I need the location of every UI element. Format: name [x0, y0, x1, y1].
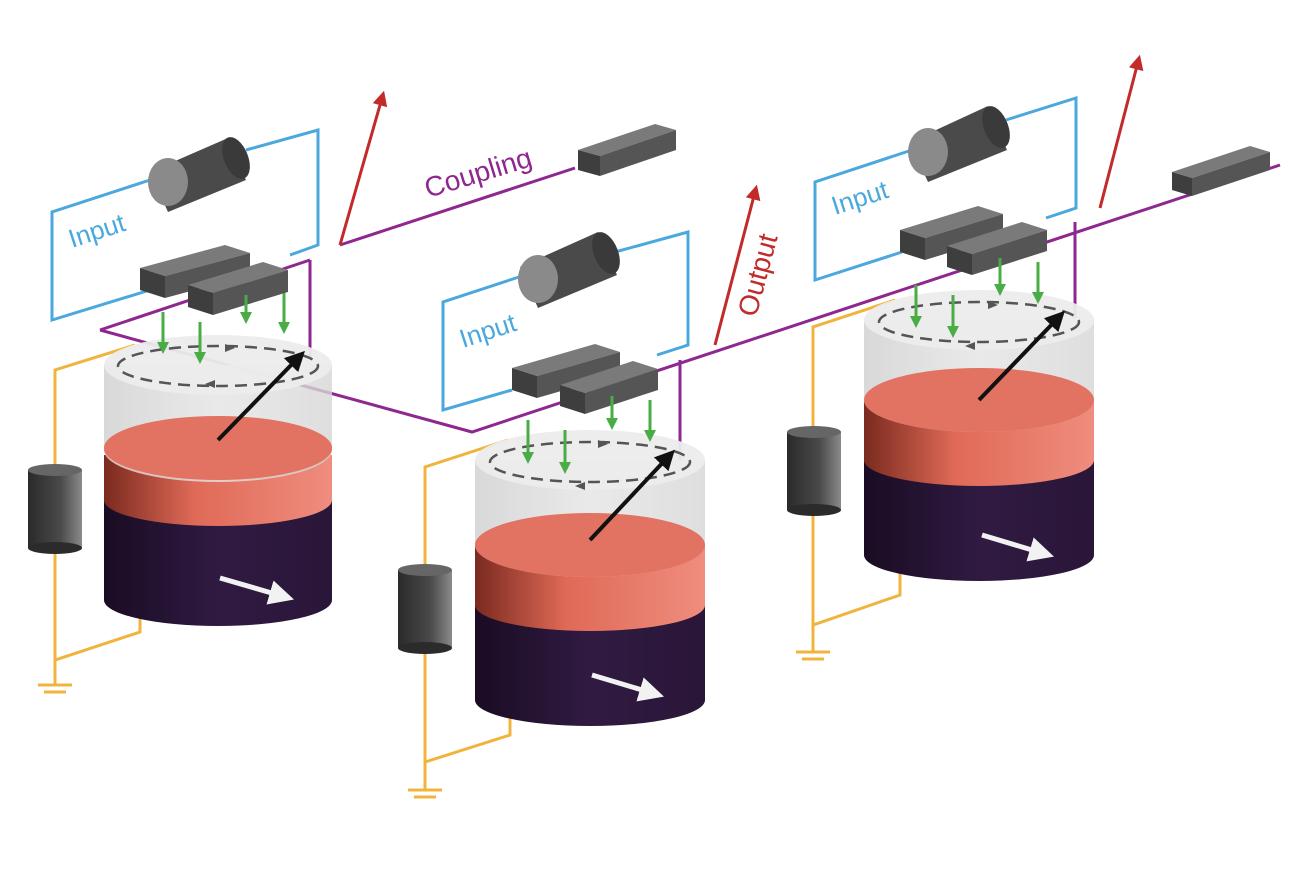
magnetization-arrow: [977, 310, 1065, 402]
electrode-icon: [900, 206, 1003, 260]
input-loop-left: [50, 128, 320, 323]
magnetization-arrow: [216, 350, 305, 442]
electrode-icon: [1172, 146, 1270, 196]
current-loop: [488, 440, 692, 484]
input-loop-right: [813, 95, 1078, 283]
reference-arrow: [591, 672, 664, 702]
ground-icon: [38, 683, 72, 694]
electrode-icon: [947, 222, 1047, 275]
input-label-left: Input: [65, 207, 130, 254]
ground-icon: [796, 650, 830, 661]
resistor-icon: [398, 564, 452, 654]
current-arrows-left: [157, 293, 290, 364]
electrode-icon: [512, 344, 620, 398]
resistor-icon: [28, 464, 82, 554]
input-label-right: Input: [828, 174, 893, 221]
oscillator-middle: Input: [398, 230, 705, 799]
reference-arrow: [219, 575, 295, 605]
resistor-icon: [518, 232, 620, 308]
electrode-icon: [560, 361, 658, 414]
current-arrows-middle: [522, 396, 656, 474]
input-loop-middle: [441, 230, 690, 412]
bias-wire-right: [811, 298, 902, 652]
output-arrows: [338, 54, 1144, 346]
resistor-icon: [787, 426, 841, 516]
pillar-right: [864, 290, 1094, 581]
resistor-icon: [148, 137, 250, 212]
oscillator-left: Input: [28, 128, 332, 694]
pillar-middle: [475, 430, 705, 726]
reference-arrow: [981, 532, 1054, 562]
electrode-icon: [140, 245, 250, 298]
oscillator-right: Input: [787, 95, 1094, 661]
electrode-icon: [578, 124, 676, 176]
current-arrows-right: [910, 258, 1044, 338]
resistor-icon: [908, 106, 1010, 182]
pillar-left: [104, 335, 332, 626]
output-label: Output: [732, 230, 784, 319]
coupling-label: Coupling: [421, 142, 536, 204]
magnetization-arrow: [588, 449, 675, 542]
electrode-icon: [188, 262, 288, 315]
ground-icon: [408, 788, 442, 799]
current-loop: [116, 344, 320, 388]
current-loop: [877, 300, 1081, 344]
input-label-middle: Input: [456, 307, 521, 354]
